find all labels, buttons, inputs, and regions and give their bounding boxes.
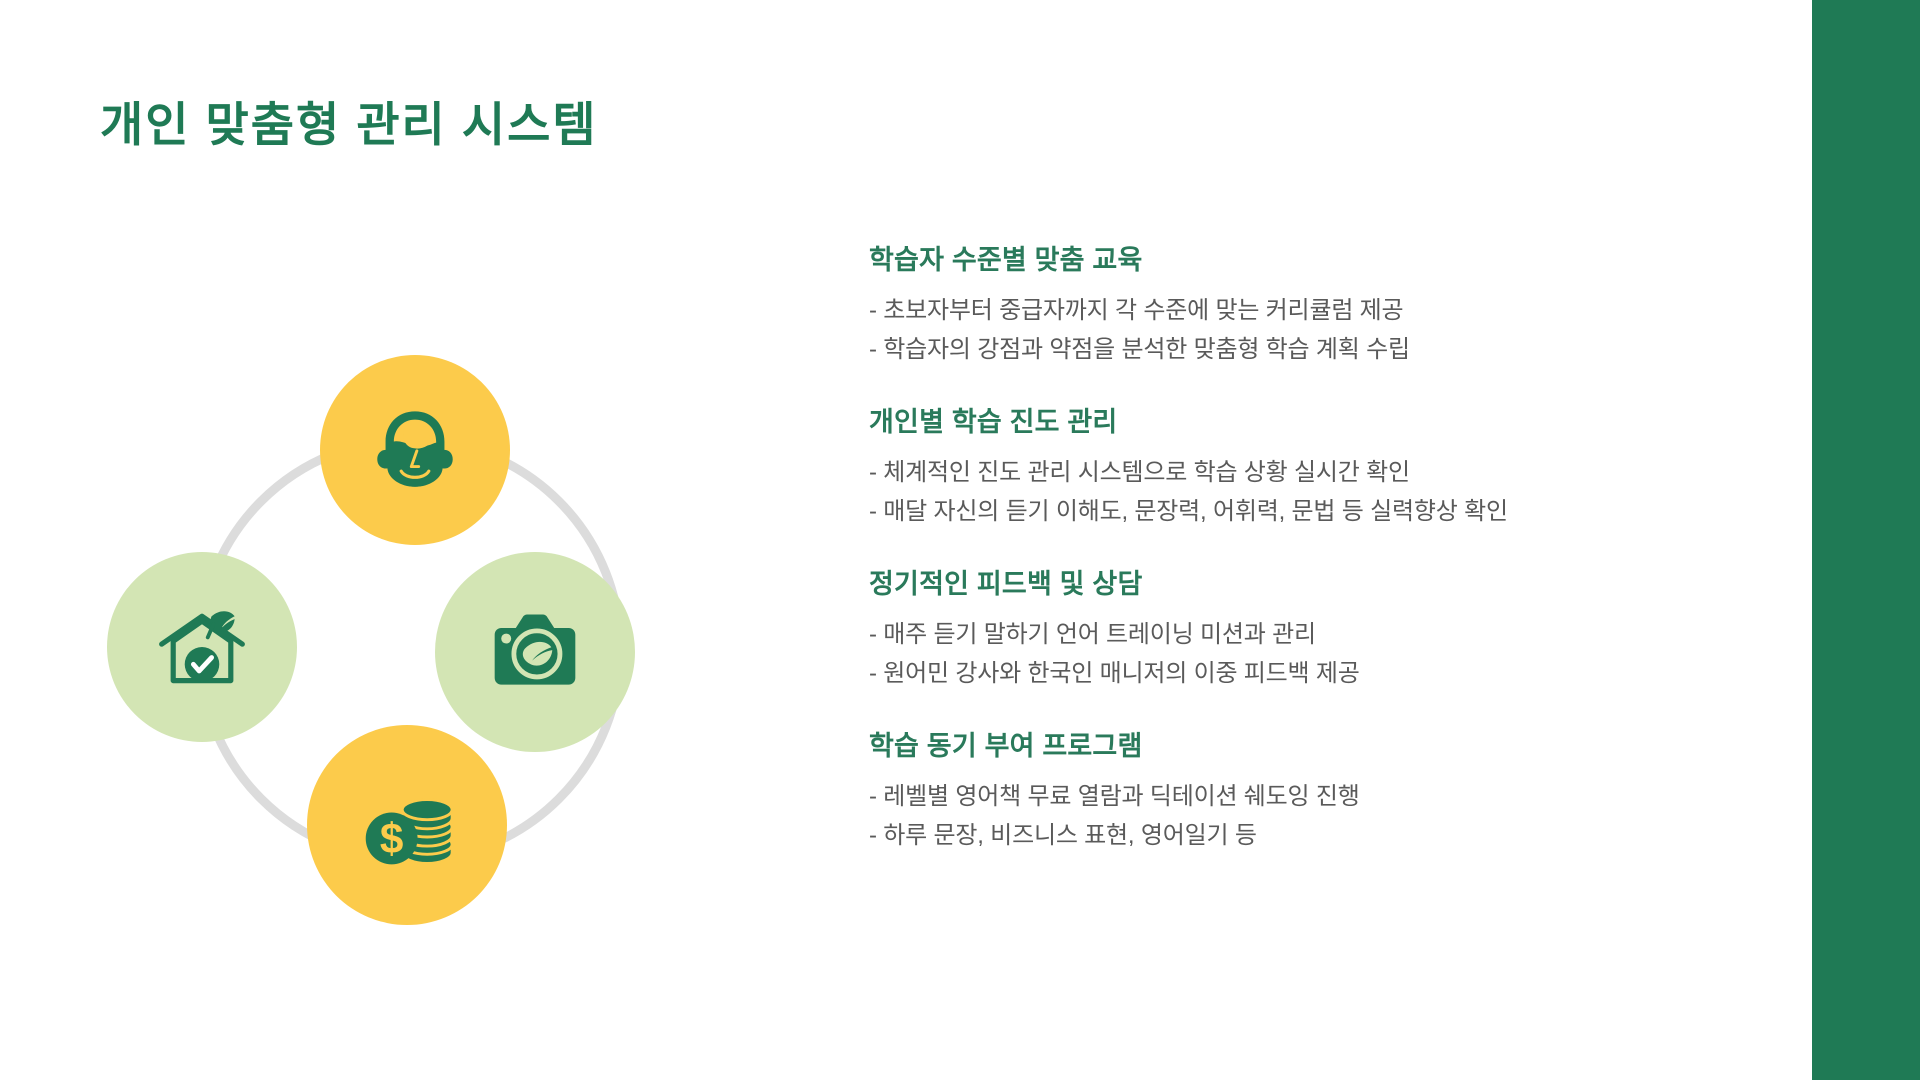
feature-line: - 학습자의 강점과 약점을 분석한 맞춤형 학습 계획 수립 [869, 335, 1410, 363]
cycle-diagram: $ [85, 330, 755, 1000]
eco-camera-leaf-icon [487, 604, 583, 700]
diagram-node-right[interactable] [435, 552, 635, 752]
feature-line: - 초보자부터 중급자까지 각 수준에 맞는 커리큘럼 제공 [869, 297, 1404, 325]
feature-list: 학습자 수준별 맞춤 교육 - 초보자부터 중급자까지 각 수준에 맞는 커리큘… [869, 243, 1769, 855]
feature-block: 학습 동기 부여 프로그램 - 레벨별 영어책 무료 열람과 딕테이션 쉐도잉 … [869, 729, 1769, 856]
feature-block: 정기적인 피드백 및 상담 - 매주 듣기 말하기 언어 트레이닝 미션과 관리… [869, 567, 1769, 694]
eco-head-leaf-icon [369, 404, 461, 496]
coin-stack-dollar-icon: $ [359, 777, 455, 873]
diagram-node-bottom[interactable]: $ [307, 725, 507, 925]
eco-home-check-icon [154, 599, 250, 695]
feature-heading: 개인별 학습 진도 관리 [869, 406, 1118, 437]
feature-line: - 원어민 강사와 한국인 매니저의 이중 피드백 제공 [869, 659, 1360, 687]
diagram-node-left[interactable] [107, 552, 297, 742]
feature-heading: 정기적인 피드백 및 상담 [869, 568, 1143, 599]
feature-block: 개인별 학습 진도 관리 - 체계적인 진도 관리 시스템으로 학습 상황 실시… [869, 405, 1769, 532]
feature-line: - 매주 듣기 말하기 언어 트레이닝 미션과 관리 [869, 620, 1316, 648]
feature-line: - 체계적인 진도 관리 시스템으로 학습 상황 실시간 확인 [869, 458, 1410, 486]
feature-heading: 학습 동기 부여 프로그램 [869, 730, 1143, 761]
diagram-node-top[interactable] [320, 355, 510, 545]
page-title: 개인 맞춤형 관리 시스템 [100, 98, 598, 151]
feature-line: - 레벨별 영어책 무료 열람과 딕테이션 쉐도잉 진행 [869, 782, 1360, 810]
feature-heading: 학습자 수준별 맞춤 교육 [869, 245, 1143, 275]
feature-line: - 매달 자신의 듣기 이해도, 문장력, 어휘력, 문법 등 실력향상 확인 [869, 497, 1508, 525]
right-accent-bar [1812, 0, 1920, 1080]
svg-text:$: $ [380, 815, 404, 862]
feature-line: - 하루 문장, 비즈니스 표현, 영어일기 등 [869, 821, 1257, 849]
feature-block: 학습자 수준별 맞춤 교육 - 초보자부터 중급자까지 각 수준에 맞는 커리큘… [869, 243, 1769, 370]
